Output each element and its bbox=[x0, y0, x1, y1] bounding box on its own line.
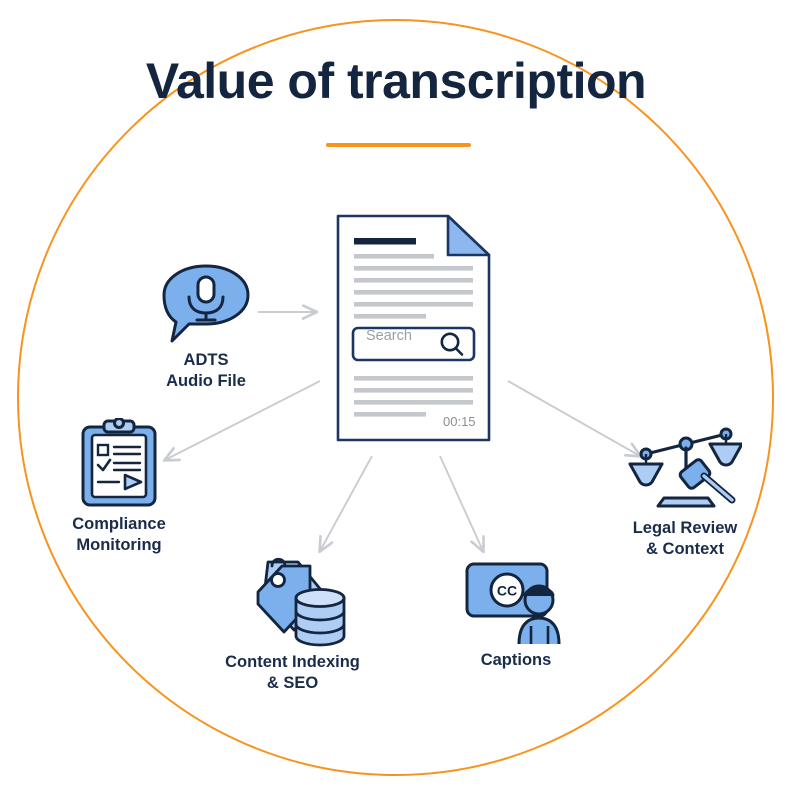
node-label-content-indexing-seo: Content Indexing & SEO bbox=[225, 653, 360, 692]
node-label-legal-review-context: Legal Review & Context bbox=[632, 519, 738, 558]
closed-caption-screen-person-icon: CC bbox=[465, 562, 561, 645]
node-content-indexing-seo[interactable]: Content Indexing & SEO bbox=[210, 552, 375, 693]
arrow-document-to-content-indexing bbox=[320, 455, 373, 551]
arrow-document-to-captions bbox=[439, 455, 483, 551]
arrow-document-to-legal-review bbox=[507, 380, 640, 456]
node-adts-audio-file[interactable]: ADTS Audio File bbox=[140, 262, 272, 391]
node-captions[interactable]: CC Captions bbox=[446, 558, 586, 671]
node-label-captions: Captions bbox=[480, 651, 552, 669]
arrow-document-to-compliance bbox=[165, 380, 321, 460]
title-underline-accent bbox=[326, 143, 471, 147]
node-legal-review-context[interactable]: Legal Review & Context bbox=[605, 420, 765, 559]
orange-circle-outline bbox=[17, 19, 774, 776]
page-title: Value of transcription bbox=[145, 53, 647, 109]
document-icon bbox=[336, 214, 491, 442]
clipboard-checklist-icon bbox=[81, 418, 157, 507]
node-label-adts-audio-file: ADTS Audio File bbox=[166, 351, 246, 390]
microphone-speech-bubble-icon bbox=[162, 264, 250, 343]
node-label-compliance-monitoring: Compliance Monitoring bbox=[72, 515, 166, 554]
transcript-document[interactable] bbox=[336, 214, 491, 442]
node-compliance-monitoring[interactable]: Compliance Monitoring bbox=[45, 418, 193, 555]
document-timestamp: 00:15 bbox=[443, 414, 476, 429]
scales-gavel-icon bbox=[628, 427, 742, 508]
document-search-input[interactable]: Search bbox=[366, 328, 412, 344]
svg-text:CC: CC bbox=[497, 583, 517, 599]
tags-database-icon bbox=[256, 557, 345, 647]
